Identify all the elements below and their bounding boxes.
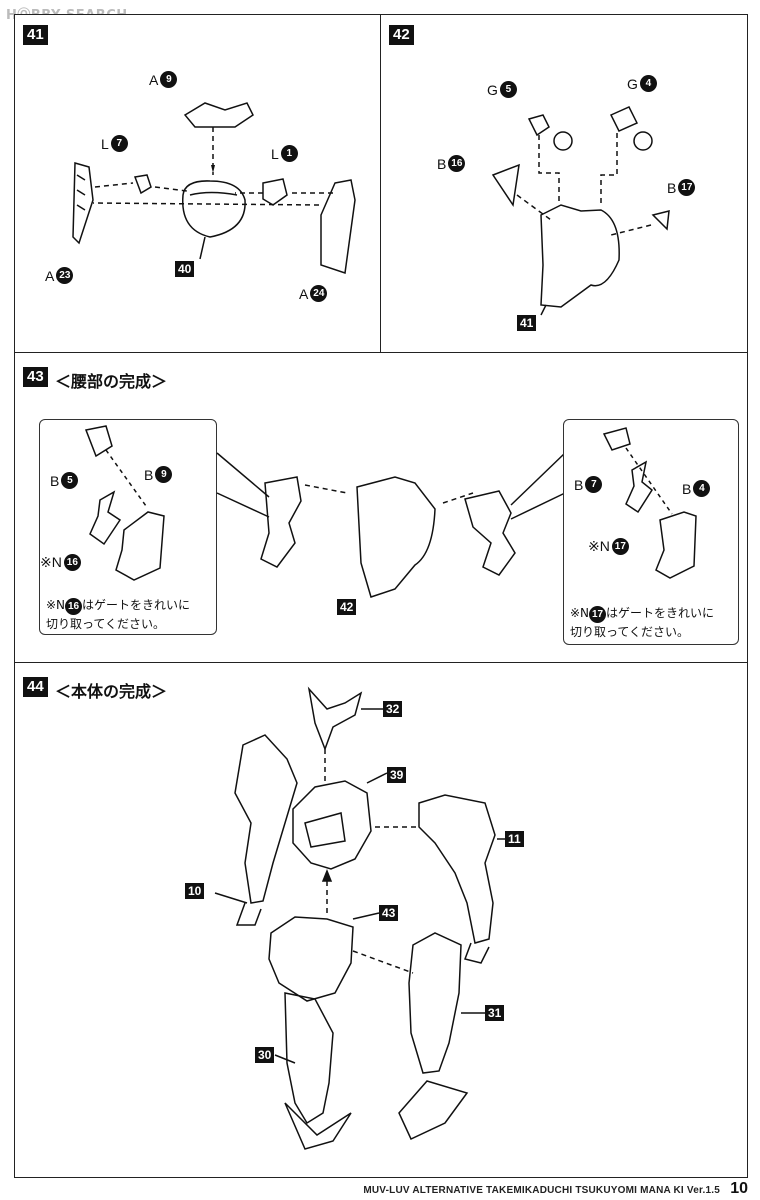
ref-11: 11: [505, 831, 524, 847]
ref-30: 30: [255, 1047, 275, 1063]
part-39: [292, 780, 372, 870]
part-10: [234, 734, 298, 904]
ref-41: 41: [517, 315, 537, 331]
part-l7: [133, 174, 152, 195]
part-b16: [491, 163, 520, 208]
ref-39: 39: [387, 767, 407, 783]
part-a23: [72, 162, 94, 245]
ref-42: 42: [337, 599, 357, 615]
part-g4: [609, 106, 639, 132]
part-b5: [84, 425, 113, 458]
step-43-diagram: [216, 452, 566, 598]
part-l1: [262, 178, 288, 206]
ref-31: 31: [485, 1005, 505, 1021]
part-42: [356, 476, 436, 598]
part-b4: [655, 511, 697, 579]
ref-32: 32: [383, 701, 403, 717]
step-44-title: ＜本体の完成＞: [55, 682, 168, 701]
part-n16: [89, 490, 122, 546]
detail-right-diagram: [602, 427, 697, 579]
detail-left-diagram: [84, 425, 165, 581]
part-a9: [183, 102, 254, 128]
part-30: [284, 992, 334, 1125]
part-b17: [651, 210, 670, 231]
part-43: [268, 916, 354, 1002]
part-b7: [602, 427, 631, 451]
page-number: 10: [730, 1180, 748, 1197]
step-41-number: 41: [23, 25, 48, 45]
step-42-diagram: [491, 106, 670, 316]
step-44-panel: 44 ＜本体の完成＞: [14, 662, 748, 1178]
step-44-diagram: [214, 686, 505, 1150]
part-a24: [320, 179, 356, 274]
part-31: [408, 932, 462, 1074]
part-g5: [527, 114, 550, 137]
step-44-number: 44: [23, 677, 48, 697]
ref-43: 43: [379, 905, 399, 921]
part-b9: [115, 511, 165, 581]
part-40: [182, 180, 246, 238]
part-41: [540, 204, 620, 308]
step-41-diagram: [72, 102, 356, 274]
part-waist-right: [464, 490, 516, 576]
part-waist-left: [260, 476, 302, 568]
step-43-number: 43: [23, 367, 48, 387]
part-32: [307, 686, 363, 752]
ref-10: 10: [185, 883, 205, 899]
step-43-title: ＜腰部の完成＞: [55, 372, 168, 391]
ref-40: 40: [175, 261, 195, 277]
part-n17: [625, 460, 653, 514]
part-11: [418, 794, 496, 944]
step-42-number: 42: [389, 25, 414, 45]
footer-title: MUV-LUV ALTERNATIVE TAKEMIKADUCHI TSUKUY…: [363, 1185, 720, 1196]
